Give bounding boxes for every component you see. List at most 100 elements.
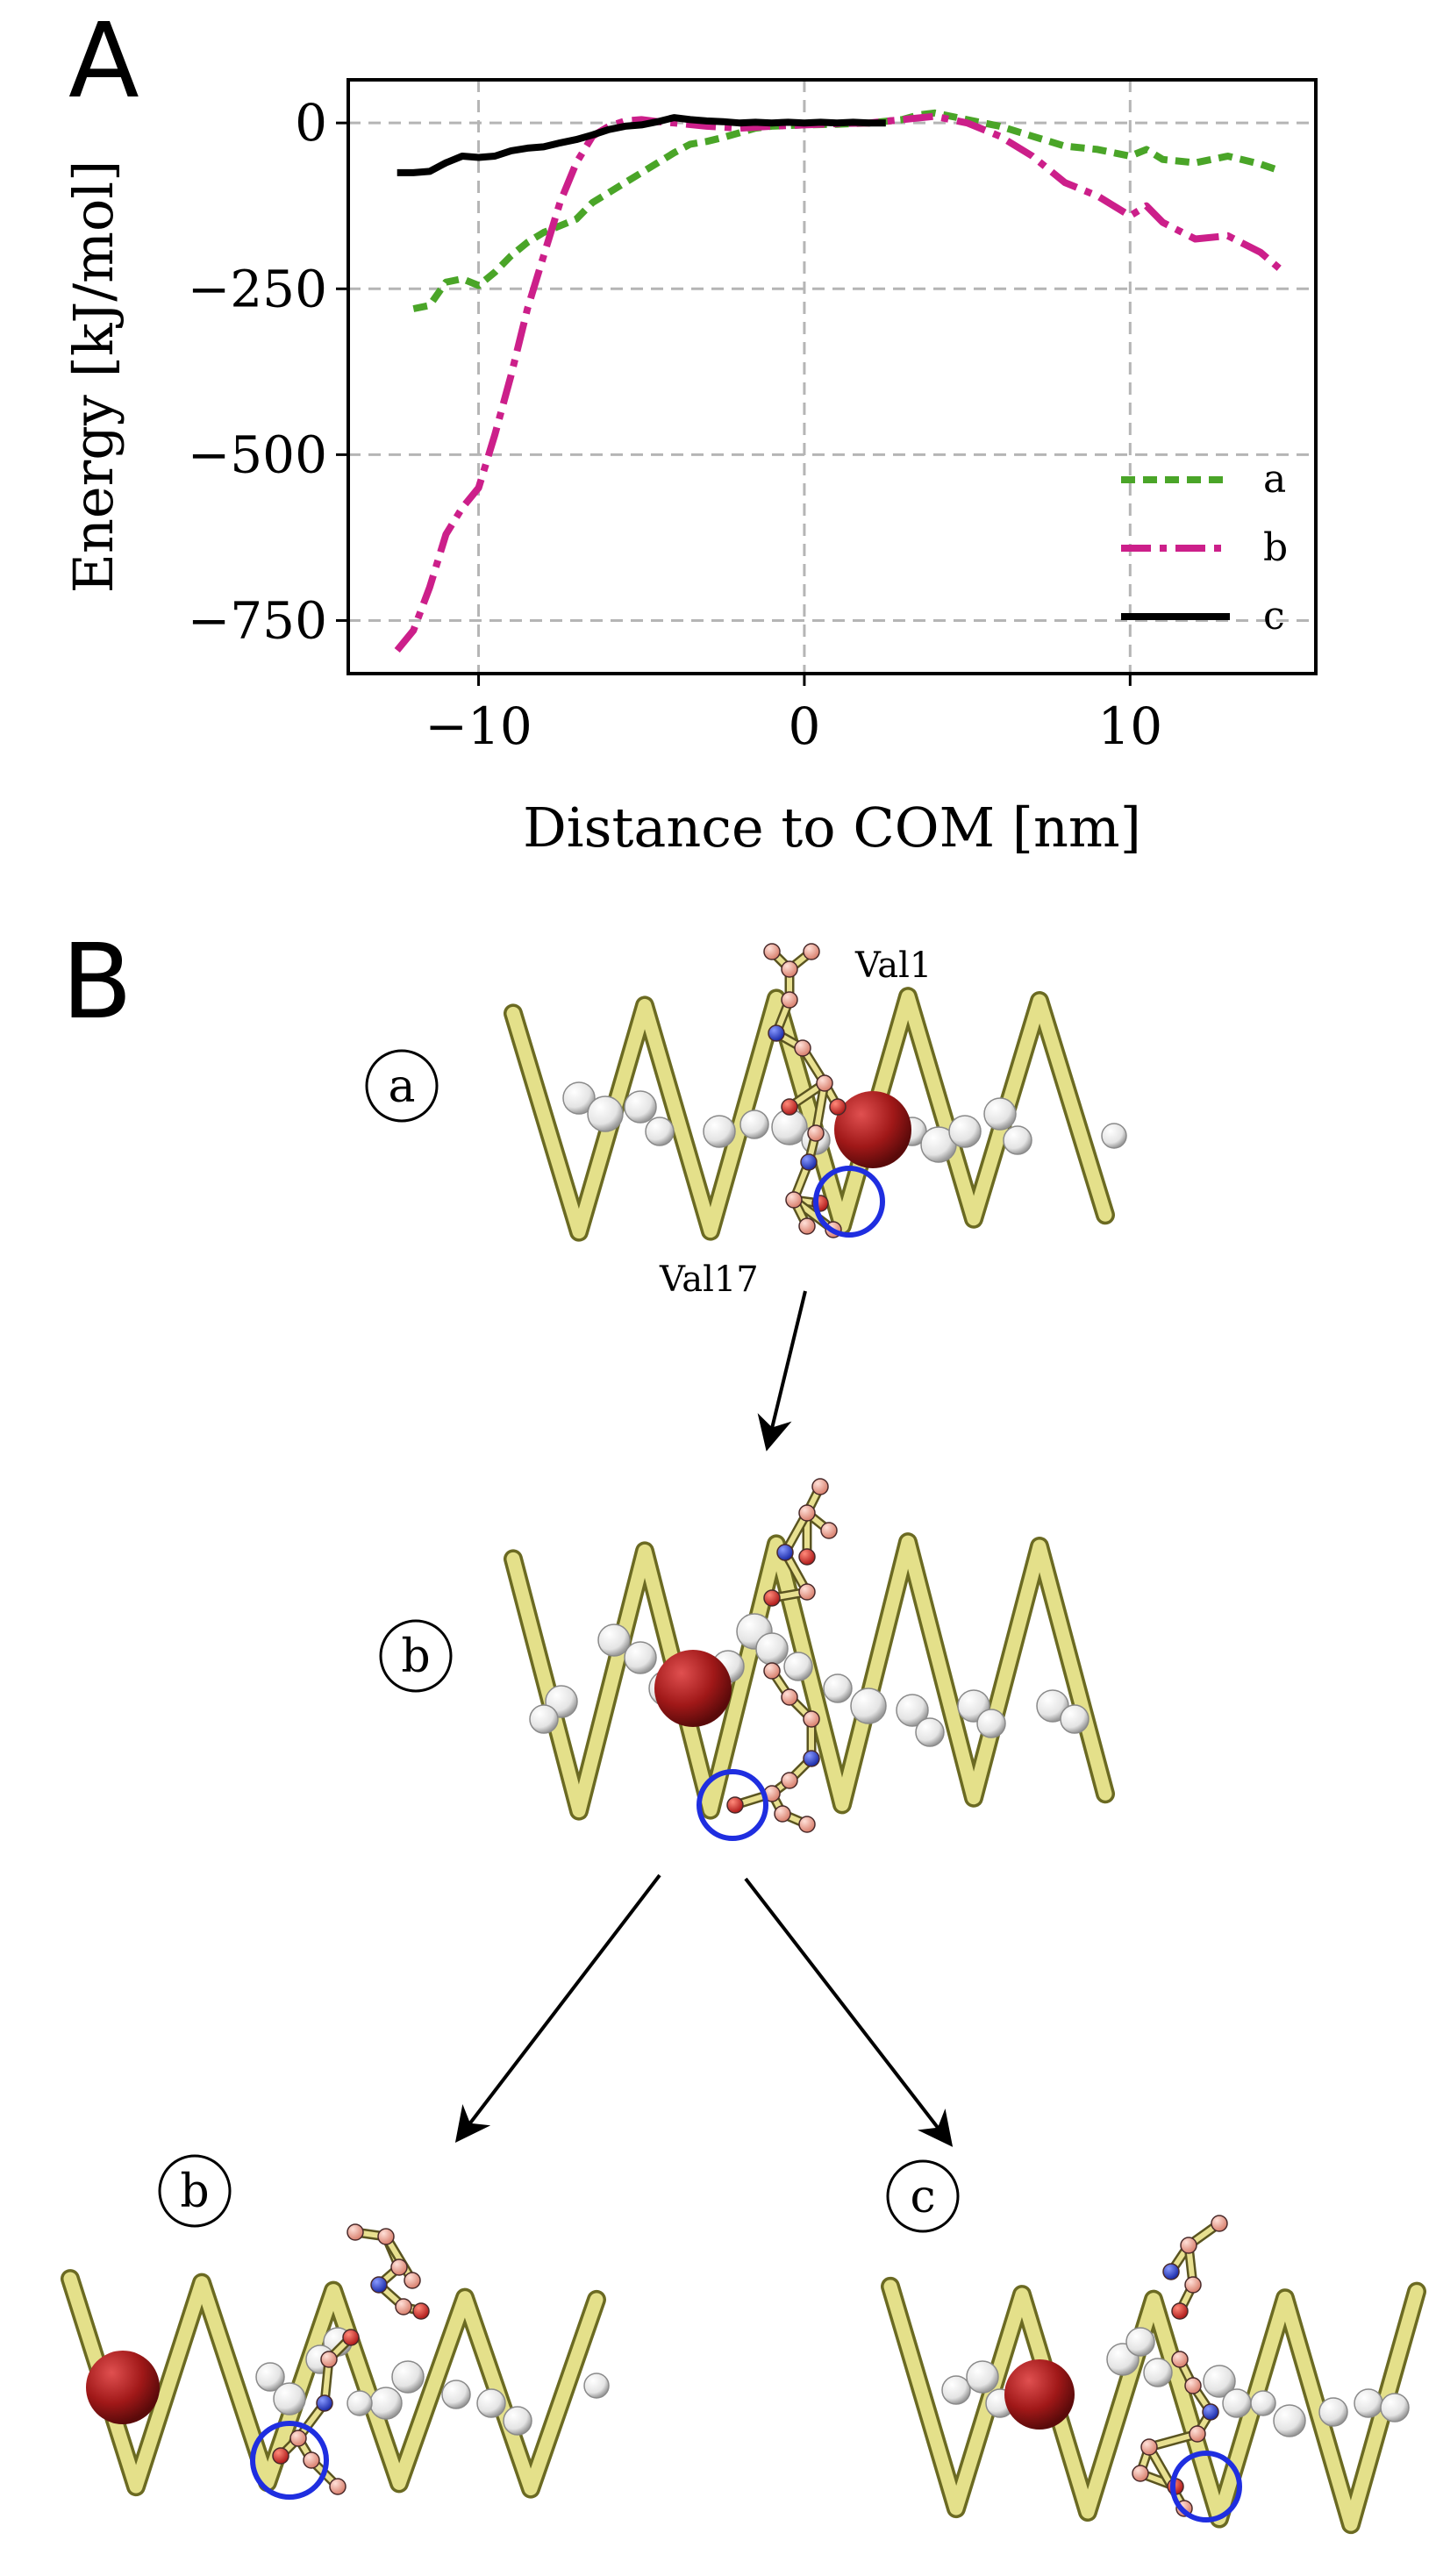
snapshot-b-bead: [783, 1652, 813, 1681]
residue-label-val1: Val1: [854, 945, 932, 986]
arrow-b-to-b: [454, 1873, 661, 2143]
series-line-a: [412, 109, 1282, 312]
snapshot-b-peptide-atom: [798, 1504, 816, 1522]
series-line-b: [394, 112, 1282, 653]
snapshot-a-bead: [1003, 1125, 1032, 1155]
snapshot-c-bead: [1273, 2404, 1306, 2437]
panel-a-letter: A: [68, 0, 139, 121]
snapshot-b-peptide-atom: [803, 1750, 820, 1767]
chart-frame: [346, 78, 1318, 675]
snapshot-b-peptide-atom: [803, 1710, 820, 1728]
snapshot-bl-bead: [346, 2390, 373, 2416]
state-label-top: a: [365, 1049, 439, 1123]
snapshot-a-highlight-ring: [813, 1166, 885, 1238]
snapshot-bl-highlight-ring: [250, 2421, 329, 2500]
state-label-middle: b: [379, 1619, 453, 1693]
snapshot-c-bead: [1125, 2327, 1155, 2357]
snapshot-bl-peptide-atom: [404, 2272, 421, 2289]
snapshot-a-peptide-atom: [794, 1039, 811, 1057]
snapshot-c-peptide-atom: [1202, 2403, 1219, 2421]
snapshot-b-peptide-atom: [811, 1478, 829, 1495]
snapshot-c-peptide-atom: [1211, 2215, 1228, 2232]
snapshot-a-bead: [624, 1090, 657, 1124]
snapshot-a-peptide-atom: [768, 1024, 785, 1042]
snapshot-b-bead: [1060, 1704, 1090, 1734]
arrow-b-to-c: [744, 1877, 954, 2147]
snapshot-bl-bead: [583, 2373, 610, 2399]
snapshot-bl-bead: [391, 2360, 425, 2394]
snapshot-a-peptide-atom: [781, 1098, 798, 1116]
snapshot-b-bead: [529, 1704, 559, 1734]
snapshot-a-peptide-atom: [781, 960, 798, 978]
snapshot-bl-bead: [255, 2362, 285, 2392]
snapshot-b-peptide-atom: [774, 1805, 791, 1823]
snapshot-c-peptide-atom: [1162, 2263, 1180, 2280]
snapshot-bl-bead: [476, 2388, 506, 2418]
snapshot-bl-peptide-atom: [342, 2329, 360, 2346]
snapshot-bl-bead: [503, 2406, 532, 2436]
snapshot-c-peptide-atom: [1171, 2302, 1189, 2320]
snapshot-bl-bead: [369, 2387, 403, 2420]
snapshot-bl-ion: [86, 2351, 160, 2424]
snapshot-a-peptide-atom: [763, 943, 781, 960]
snapshot-b-bead: [755, 1632, 789, 1666]
snapshot-b-peptide-atom: [763, 1662, 781, 1680]
snapshot-bl-peptide-atom: [377, 2228, 395, 2245]
snapshot-c-bead: [941, 2375, 971, 2405]
snapshot-bl-peptide-atom: [390, 2258, 408, 2276]
snapshot-c-bead: [966, 2360, 999, 2394]
snapshot-b-bead: [850, 1688, 887, 1724]
snapshot-b-bead: [624, 1641, 657, 1674]
snapshot-b-peptide-atom: [798, 1583, 816, 1601]
snapshot-bl-bead: [441, 2380, 471, 2409]
snapshot-b-peptide-atom: [820, 1522, 838, 1539]
svg-text:b: b: [401, 1631, 430, 1683]
snapshot-c-peptide-atom: [1184, 2377, 1202, 2394]
series-line-c: [397, 114, 886, 176]
snapshot-a-bead: [1101, 1123, 1127, 1149]
y-tick-label: −750: [188, 590, 327, 650]
snapshot-a-peptide-atom: [816, 1074, 833, 1092]
snapshot-bl-peptide-atom: [370, 2276, 388, 2294]
snapshot-bl-peptide-atom: [320, 2351, 338, 2368]
snapshot-c-bead: [1143, 2358, 1173, 2387]
snapshot-a-bead: [703, 1115, 736, 1148]
snapshot-a-peptide-atom: [785, 1191, 803, 1209]
snapshot-c-peptide-atom: [1171, 2351, 1189, 2368]
snapshot-c-peptide-bond: [1147, 2444, 1187, 2511]
snapshot-b-bead: [896, 1694, 929, 1727]
snapshot-bl-peptide-atom: [412, 2302, 430, 2320]
chart-series: [394, 109, 1282, 653]
legend-label-b: b: [1263, 525, 1288, 570]
chart-legend: abc: [1121, 457, 1288, 639]
snapshot-a-bead: [562, 1081, 596, 1115]
snapshot-c-peptide-atom: [1132, 2465, 1149, 2482]
snapshot-a-bead: [983, 1097, 1017, 1131]
snapshot-c-peptide-atom: [1140, 2438, 1158, 2456]
snapshot-bl-peptide-atom: [272, 2447, 289, 2465]
snapshot-c-bead: [1354, 2388, 1383, 2418]
x-axis-label: Distance to COM [nm]: [523, 796, 1141, 860]
snapshot-a-peptide-atom: [798, 1217, 816, 1235]
legend-label-a: a: [1263, 457, 1286, 502]
snapshot-c-peptide-atom: [1189, 2425, 1206, 2443]
panel-b-letter: B: [61, 921, 132, 1042]
x-tick-label: 0: [788, 696, 820, 756]
snapshot-b-helix: [506, 1535, 1112, 1818]
snapshot-c-bead: [1380, 2393, 1410, 2423]
snapshot-a-peptide-atom: [781, 991, 798, 1009]
snapshot-c-highlight-ring: [1170, 2451, 1242, 2522]
arrow-a-to-b: [757, 1290, 807, 1452]
snapshot-a-ion: [834, 1091, 911, 1168]
snapshot-a-peptide-atom: [807, 1124, 825, 1142]
snapshot-bl-peptide-atom: [303, 2451, 320, 2469]
snapshot-b-peptide-atom: [798, 1548, 816, 1566]
snapshot-b-bead: [976, 1709, 1006, 1738]
snapshot-bl-bead: [273, 2382, 306, 2415]
svg-text:b: b: [180, 2166, 209, 2218]
snapshot-a-bead: [739, 1110, 769, 1139]
svg-text:a: a: [388, 1060, 415, 1113]
snapshot-bl-peptide-atom: [289, 2430, 307, 2447]
x-tick-label: −10: [425, 696, 532, 756]
